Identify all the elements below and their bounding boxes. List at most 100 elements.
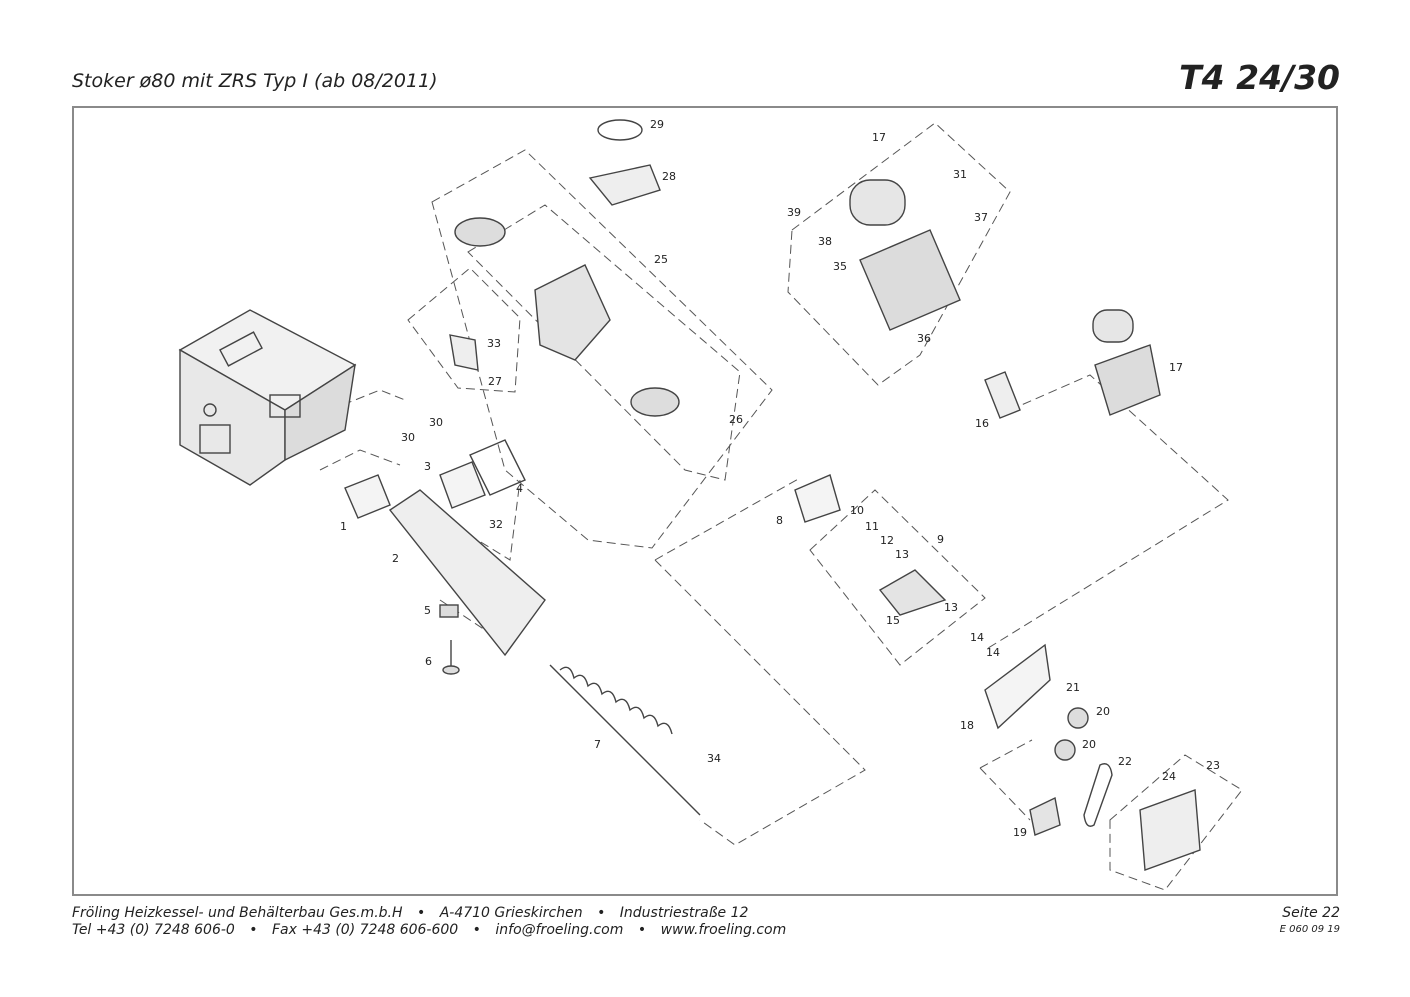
callout-18: 18 <box>960 719 974 732</box>
callout-37: 37 <box>974 211 988 224</box>
leader-bracket-link-2 <box>979 767 1031 821</box>
callout-39: 39 <box>787 206 801 219</box>
callout-12: 12 <box>880 534 894 547</box>
callout-10: 10 <box>850 504 864 517</box>
document-number: E 060 09 19 <box>1279 924 1340 935</box>
callout-17a: 17 <box>872 131 886 144</box>
callout-30b: 30 <box>401 431 415 444</box>
chain-cover-24 <box>1139 789 1201 871</box>
chain-plate-18 <box>984 643 1051 730</box>
leader-gasket <box>319 449 401 471</box>
callout-2: 2 <box>392 552 399 565</box>
callout-20a: 20 <box>1096 705 1110 718</box>
callout-23: 23 <box>1206 759 1220 772</box>
callout-15: 15 <box>886 614 900 627</box>
o-ring <box>597 119 643 141</box>
tensioner-19 <box>1029 796 1061 836</box>
boiler-housing <box>178 309 357 486</box>
callout-9: 9 <box>937 533 944 546</box>
model-number: T4 24/30 <box>1179 58 1340 97</box>
callout-32: 32 <box>489 518 503 531</box>
page-number: Seite 22 <box>1282 905 1340 921</box>
callout-11: 11 <box>865 520 879 533</box>
footer-bullet: • <box>416 905 426 921</box>
seal-frame <box>469 439 526 496</box>
callout-35: 35 <box>833 260 847 273</box>
leader-bracket-link <box>979 739 1033 769</box>
callout-7: 7 <box>594 738 601 751</box>
group-outline-17-motor <box>787 122 1011 386</box>
footer-street: Industriestraße 12 <box>619 905 749 921</box>
callout-6: 6 <box>425 655 432 668</box>
callout-14b: 14 <box>986 646 1000 659</box>
stoker-screw <box>549 664 701 816</box>
callout-25: 25 <box>654 253 668 266</box>
footer-address-line: Fröling Heizkessel- und Behälterbau Ges.… <box>72 905 748 921</box>
foot-bracket <box>439 604 460 675</box>
document-title: Stoker ø80 mit ZRS Typ I (ab 08/2011) <box>72 70 438 92</box>
callout-26: 26 <box>729 413 743 426</box>
cover-plate <box>439 461 486 509</box>
callout-33: 33 <box>487 337 501 350</box>
leader-channel <box>444 479 521 561</box>
group-outline-25 <box>431 149 773 549</box>
callout-31: 31 <box>953 168 967 181</box>
valve-flange <box>630 387 680 417</box>
callout-13b: 13 <box>944 601 958 614</box>
footer-tel: Tel +43 (0) 7248 606-0 <box>72 922 235 938</box>
callout-29: 29 <box>650 118 664 131</box>
chain-22 <box>1083 763 1113 827</box>
group-outline-9 <box>809 489 986 666</box>
footer-email-link[interactable]: info@froeling.com <box>495 922 624 938</box>
group-outline-23 <box>1109 754 1243 891</box>
callout-16: 16 <box>975 417 989 430</box>
callout-17b: 17 <box>1169 361 1183 374</box>
footer-bullet: • <box>249 922 258 938</box>
footer-bullet: • <box>637 922 647 938</box>
callout-19: 19 <box>1013 826 1027 839</box>
callout-14a: 14 <box>970 631 984 644</box>
footer-company: Fröling Heizkessel- und Behälterbau Ges.… <box>72 905 403 921</box>
footer-contact-line: Tel +43 (0) 7248 606-0 • Fax +43 (0) 724… <box>72 922 786 938</box>
callout-20b: 20 <box>1082 738 1096 751</box>
callout-27: 27 <box>488 375 502 388</box>
callout-21: 21 <box>1066 681 1080 694</box>
callout-4: 4 <box>516 482 523 495</box>
group-outline-26 <box>467 204 741 481</box>
callout-13a: 13 <box>895 548 909 561</box>
channel-housing <box>388 489 546 657</box>
footer-bullet: • <box>597 905 606 921</box>
sprocket-20a <box>1067 707 1089 729</box>
valve-housing <box>534 264 611 361</box>
callout-24: 24 <box>1162 770 1176 783</box>
footer-city: A-4710 Grieskirchen <box>439 905 583 921</box>
callout-8: 8 <box>776 514 783 527</box>
mounting-plate <box>449 334 479 371</box>
footer-fax: Fax +43 (0) 7248 606-600 <box>271 922 459 938</box>
leader-motor-link <box>984 374 1229 651</box>
gear-motor-small <box>1092 309 1161 416</box>
footer-web-link[interactable]: www.froeling.com <box>660 922 787 938</box>
drawing-frame <box>72 106 1338 896</box>
leader-screw-end <box>654 559 866 846</box>
callout-28: 28 <box>662 170 676 183</box>
callout-22: 22 <box>1118 755 1132 768</box>
flange-disc <box>454 217 506 247</box>
callout-34: 34 <box>707 752 721 765</box>
callout-3: 3 <box>424 460 431 473</box>
callout-36: 36 <box>917 332 931 345</box>
callout-5: 5 <box>424 604 431 617</box>
callout-30a: 30 <box>429 416 443 429</box>
callout-1: 1 <box>340 520 347 533</box>
callout-38: 38 <box>818 235 832 248</box>
inlet-funnel <box>588 164 661 206</box>
gasket-plate <box>344 474 391 519</box>
footer-bullet: • <box>472 922 481 938</box>
bearing-flange-8 <box>794 474 841 523</box>
gear-motor-main <box>849 179 961 331</box>
group-outline-27 <box>407 267 521 393</box>
bracket-16 <box>984 371 1021 419</box>
bearing-housing-15 <box>878 569 947 616</box>
sprocket-20b <box>1054 739 1076 761</box>
